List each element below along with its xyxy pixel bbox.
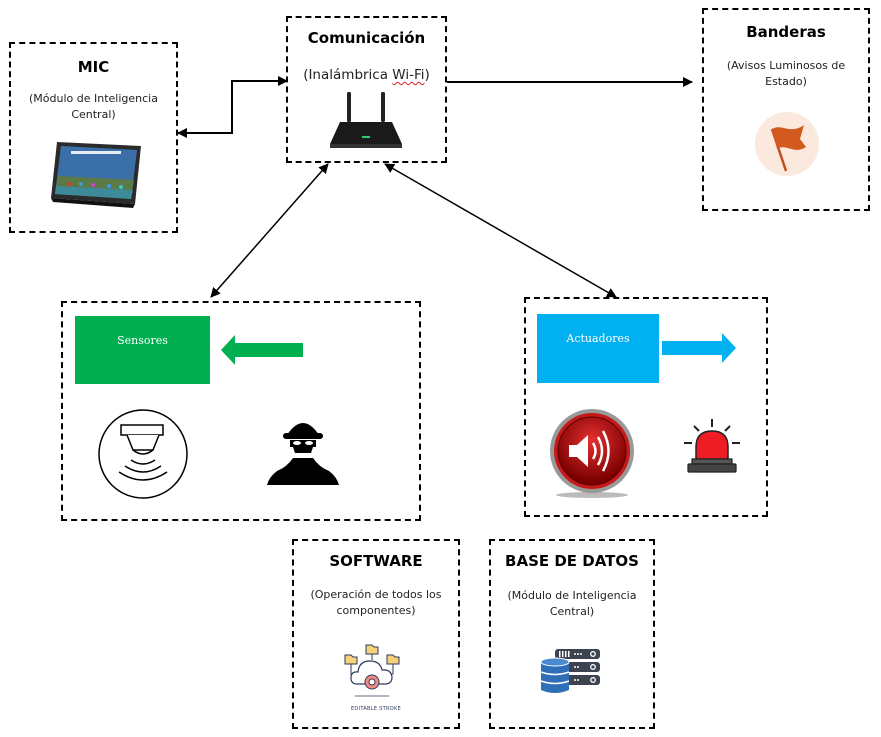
node-base-datos[interactable]: BASE DE DATOS (Módulo de Inteligencia Ce… bbox=[489, 539, 655, 729]
mic-subtitle: (Módulo de Inteligencia Central) bbox=[29, 92, 158, 121]
comunicacion-title: Comunicación bbox=[307, 29, 426, 47]
base-datos-title: BASE DE DATOS bbox=[505, 552, 639, 570]
node-actuadores[interactable]: Actuadores bbox=[524, 297, 768, 517]
tablet-icon bbox=[51, 142, 141, 208]
connector-mic-comunicacion bbox=[177, 76, 288, 138]
node-software[interactable]: SOFTWARE (Operación de todos los compone… bbox=[292, 539, 460, 729]
sensores-label: Sensores bbox=[75, 316, 210, 384]
software-title: SOFTWARE bbox=[329, 552, 423, 570]
node-sensores[interactable]: Sensores bbox=[61, 301, 421, 521]
banderas-subtitle: (Avisos Luminosos de Estado) bbox=[726, 59, 846, 88]
node-comunicacion[interactable]: Comunicación (Inalámbrica Wi-Fi) bbox=[286, 16, 447, 163]
actuadores-label: Actuadores bbox=[537, 314, 659, 383]
cloud-gear-folders-icon bbox=[344, 644, 400, 697]
mic-title: MIC bbox=[77, 58, 110, 76]
motion-sensor-icon bbox=[98, 409, 188, 499]
comunicacion-subtitle: (Inalámbrica Wi-Fi) bbox=[303, 67, 430, 83]
banderas-title: Banderas bbox=[746, 23, 826, 41]
alarm-speaker-icon bbox=[550, 409, 634, 498]
base-datos-subtitle: (Módulo de Inteligencia Central) bbox=[507, 589, 637, 618]
wifi-router-icon bbox=[330, 92, 402, 148]
connector-comunicacion-actuadores bbox=[384, 163, 617, 298]
connector-comunicacion-sensores bbox=[210, 163, 329, 298]
database-server-icon bbox=[540, 649, 600, 693]
burglar-icon bbox=[267, 423, 339, 485]
software-subtitle: (Operación de todos los componentes) bbox=[310, 588, 442, 617]
node-banderas[interactable]: Banderas (Avisos Luminosos de Estado) bbox=[702, 8, 870, 211]
flag-icon bbox=[755, 112, 819, 176]
node-mic[interactable]: MIC (Módulo de Inteligencia Central) bbox=[9, 42, 178, 233]
siren-light-icon bbox=[684, 419, 740, 473]
arrow-right-icon bbox=[662, 333, 736, 363]
arrow-left-icon bbox=[221, 335, 303, 365]
spellcheck-flagged-word: Wi-Fi bbox=[392, 67, 425, 83]
icon-caption: EDITABLE STROKE bbox=[350, 706, 402, 712]
